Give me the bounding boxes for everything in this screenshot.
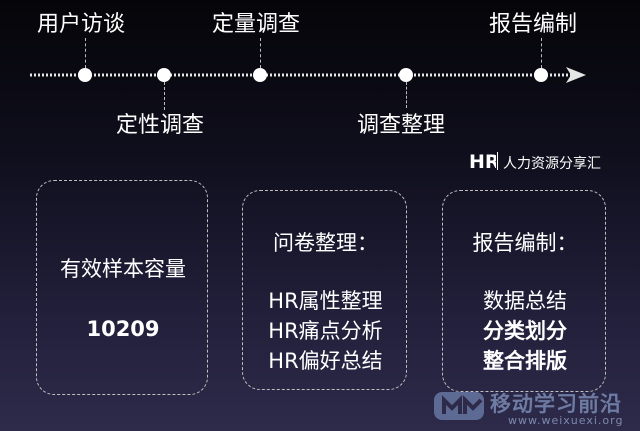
- card-questionnaire-item: HR偏好总结: [268, 349, 383, 373]
- watermark-logo-icon: [434, 392, 484, 420]
- card-questionnaire-item: HR属性整理: [268, 289, 383, 313]
- watermark-url: www.weixuexi.org: [508, 414, 624, 427]
- connector-quantitative-survey: [260, 38, 261, 68]
- connector-report-compilation: [541, 38, 542, 68]
- card-report: 报告编制： 数据总结 分类划分 整合排版: [442, 190, 606, 392]
- connector-user-interview: [85, 38, 86, 68]
- milestone-label-quantitative-survey: 定量调查: [212, 12, 301, 37]
- milestone-dot-report-compilation: [534, 68, 548, 82]
- hr-logo-mark: HR: [469, 151, 500, 173]
- milestone-dot-user-interview: [78, 68, 92, 82]
- card-sample-size: 有效样本容量 10209: [36, 180, 208, 395]
- card-questionnaire-item: HR痛点分析: [268, 319, 383, 343]
- milestone-dot-quantitative-survey: [253, 68, 267, 82]
- card-report-item: 数据总结: [483, 289, 567, 313]
- milestone-label-user-interview: 用户访谈: [37, 12, 126, 37]
- svg-text:HR: HR: [469, 151, 496, 172]
- timeline-arrow: [30, 67, 586, 83]
- hr-logo: HR: [468, 150, 500, 176]
- milestone-label-survey-organization: 调查整理: [357, 113, 446, 138]
- watermark-text: 移动学习前沿: [490, 392, 622, 416]
- connector-qualitative-survey: [164, 82, 165, 110]
- milestone-label-report-compilation: 报告编制: [489, 12, 578, 37]
- card-sample-size-value: 10209: [86, 317, 160, 341]
- card-report-item: 整合排版: [483, 349, 567, 373]
- card-sample-size-title: 有效样本容量: [60, 257, 186, 281]
- connector-survey-organization: [406, 82, 407, 108]
- card-report-item: 分类划分: [483, 319, 567, 343]
- logo-divider: [497, 152, 498, 170]
- milestone-label-qualitative-survey: 定性调查: [116, 113, 205, 138]
- card-questionnaire-title: 问卷整理：: [273, 231, 378, 255]
- hr-logo-text: 人力资源分享汇: [503, 156, 601, 172]
- milestone-dot-qualitative-survey: [157, 68, 171, 82]
- milestone-dot-survey-organization: [399, 68, 413, 82]
- card-report-title: 报告编制：: [472, 231, 578, 255]
- card-questionnaire: 问卷整理： HR属性整理 HR痛点分析 HR偏好总结: [242, 190, 407, 390]
